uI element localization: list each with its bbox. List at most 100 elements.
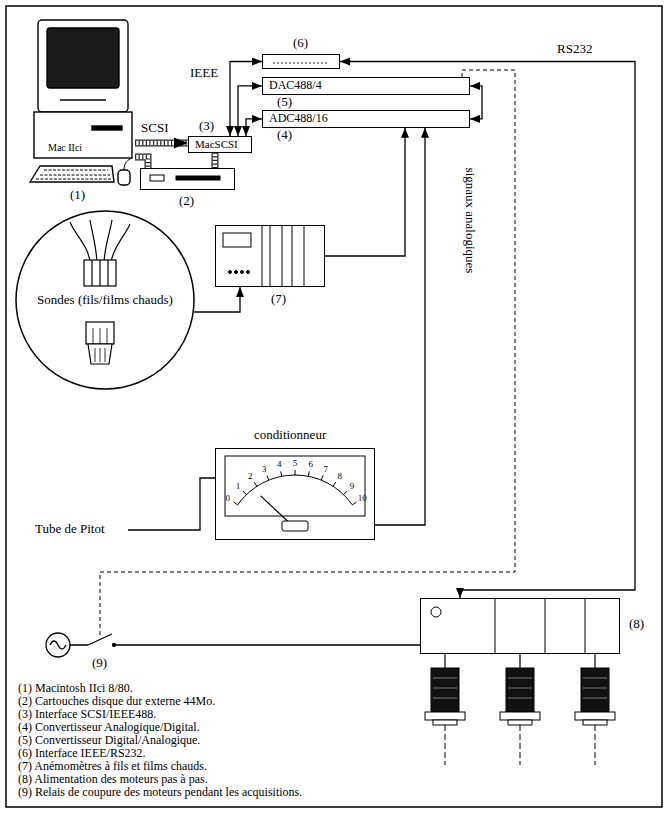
scale-number: 9: [350, 481, 355, 491]
macintosh-drawing: [92, 126, 122, 130]
disk-drive-details: [150, 175, 220, 181]
legend-line: (3) Interface SCSI/IEEE488.: [18, 708, 156, 722]
scale-tick: [254, 482, 257, 486]
motor-power-supply: (8): [420, 598, 620, 654]
pitot-label: Tube de Pitot: [35, 522, 105, 537]
frame: [6, 6, 662, 807]
computer: Mac IIci(1): [30, 18, 135, 185]
bus-label: SCSI: [140, 121, 169, 136]
bus-label: IEEE: [189, 66, 219, 81]
connector-path: [325, 128, 405, 256]
callout-number: (9): [92, 656, 107, 671]
stepper-motor: [575, 654, 615, 765]
stepper-motor: [595, 725, 596, 765]
dot-row: [273, 60, 329, 66]
macintosh-drawing: [36, 170, 112, 179]
scale-number: 1: [236, 481, 241, 491]
meter-face: [238, 475, 353, 505]
macintosh-drawing: [124, 158, 132, 170]
box-label: MacSCSI: [195, 138, 245, 151]
scsi-cable: [135, 141, 188, 146]
scale-tick: [280, 471, 282, 476]
rack-details: [223, 233, 251, 247]
scale-tick: [267, 475, 269, 480]
scale-tick: [243, 491, 246, 495]
stepper-motor: [433, 720, 457, 725]
stepper-motor: [425, 654, 615, 765]
legend-line: (1) Macintosh IIci 8/80.: [18, 682, 133, 696]
scsi-cable: [135, 143, 188, 144]
stepper-motor: [433, 678, 457, 679]
scale-tick: [344, 491, 347, 495]
rack-details: [235, 271, 238, 274]
dot-row: [325, 62, 327, 64]
dot-row: [293, 62, 295, 64]
relay-symbol: [46, 633, 420, 657]
stepper-motor: [583, 678, 607, 679]
scale-number: 3: [262, 464, 267, 474]
dot-row: [297, 62, 299, 64]
stepper-motor: [500, 712, 540, 720]
rack-details: [247, 271, 250, 274]
connector: [194, 287, 240, 312]
stepper-motor: [433, 688, 457, 689]
stepper-motor: [500, 654, 540, 765]
connector-path: [135, 157, 148, 168]
connector: [230, 62, 262, 137]
relay-control-line: [100, 70, 515, 636]
scale-tick: [352, 502, 356, 505]
macintosh-drawing: [30, 166, 114, 182]
supply-details: [431, 598, 585, 654]
rack-details: [229, 271, 232, 274]
stepper-motor: [425, 654, 465, 765]
converter-box: DAC488/4(5): [262, 77, 470, 95]
scale-number: 10: [358, 493, 367, 503]
dot-row: [305, 62, 307, 64]
box-label: ADC488/16: [269, 112, 463, 126]
scsi-cable: [213, 153, 218, 168]
connector: [375, 128, 425, 525]
callout-number: conditionneur: [254, 428, 326, 443]
stepper-motor: [425, 712, 465, 720]
connector-path: [194, 287, 240, 312]
stepper-motor: [433, 698, 457, 699]
probe-drawing: [92, 260, 108, 286]
connectors: [135, 62, 635, 599]
stepper-motor: [519, 654, 520, 668]
connector: [325, 128, 405, 256]
legend-line: (8) Alimentation des moteurs pas à pas.: [18, 773, 208, 787]
dot-row: [277, 62, 279, 64]
legend-line: (9) Relais de coupure des moteurs pendan…: [18, 786, 302, 800]
stepper-motor: [444, 654, 445, 668]
scale-tick: [321, 475, 323, 480]
connector: [470, 86, 482, 119]
stepper-motor: [581, 668, 609, 712]
scsi-cable: [212, 153, 219, 168]
disk-drive-details: [176, 176, 220, 180]
dot-row: [273, 62, 275, 64]
relay-symbol: [46, 633, 70, 657]
scale-number: 7: [323, 464, 328, 474]
scale-tick: [234, 470, 357, 505]
stepper-motor: [508, 678, 532, 679]
macintosh-drawing: [38, 20, 128, 112]
dot-row: [285, 62, 287, 64]
connector-path: [238, 86, 262, 136]
scale-number: 2: [248, 471, 253, 481]
dot-row: [313, 62, 315, 64]
dot-row: [281, 62, 283, 64]
macintosh-drawing: [30, 20, 132, 185]
callout-number: (5): [277, 95, 292, 110]
supply-details: [495, 598, 585, 654]
scale-number: 0: [226, 493, 231, 503]
relay-symbol: [50, 641, 66, 649]
rack-details: [241, 271, 244, 274]
callout-number: (7): [271, 292, 286, 307]
stepper-motor: [583, 720, 607, 725]
macintosh-drawing: [47, 28, 119, 88]
stepper-motor: [583, 698, 607, 699]
dot-row: [309, 62, 311, 64]
relay-symbol: [113, 644, 116, 647]
